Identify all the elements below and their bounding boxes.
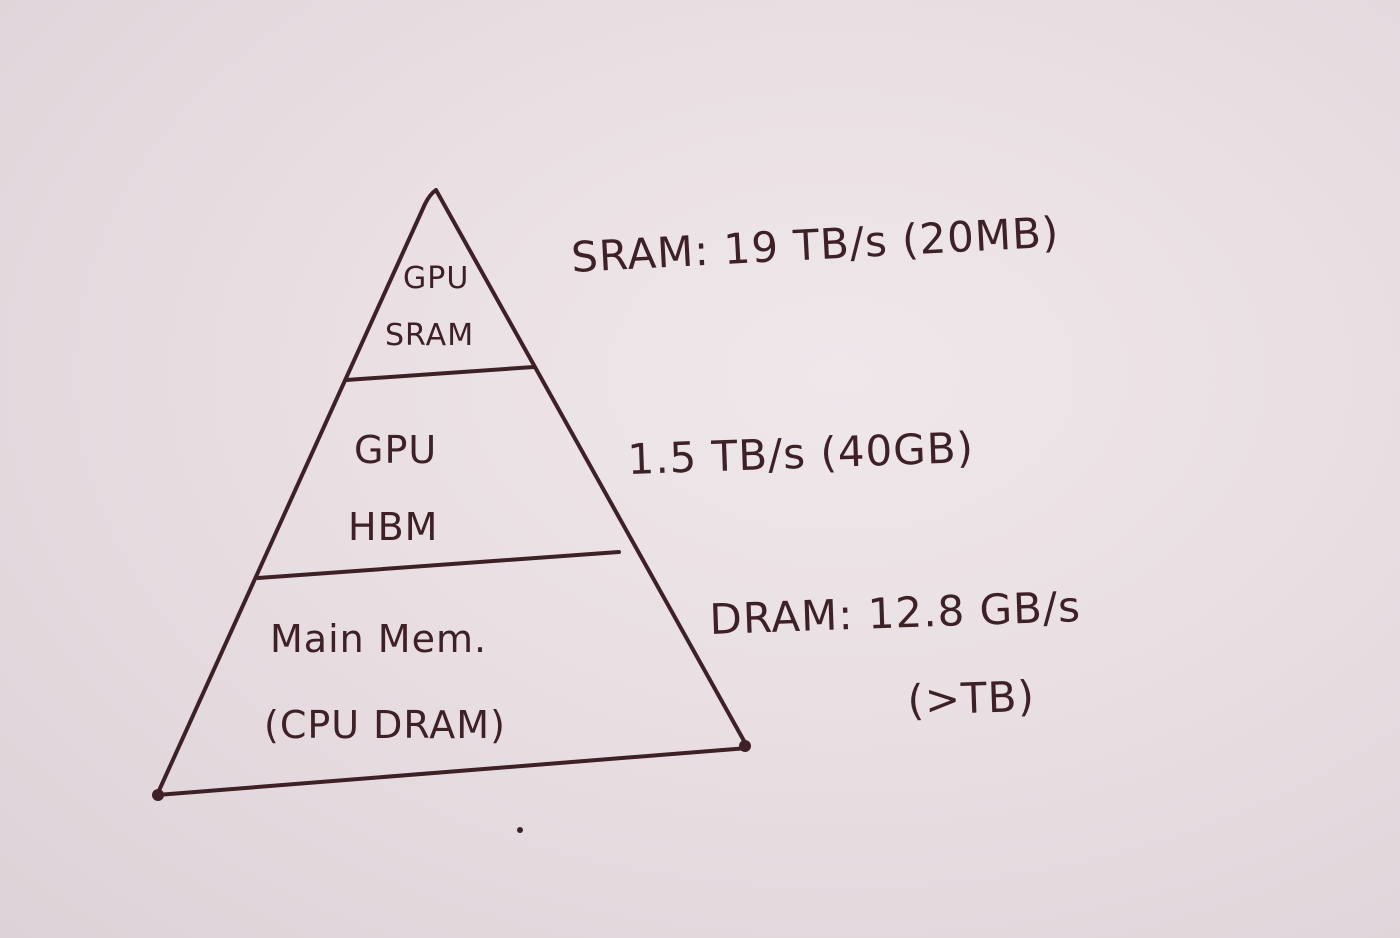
divider-sram-hbm [344, 365, 536, 382]
level-sram-line1: GPU [403, 261, 469, 296]
level-hbm-line2: HBM [348, 505, 438, 549]
level-main-line2: (CPU DRAM) [264, 703, 506, 747]
level-sram-line2: SRAM [385, 318, 474, 353]
corner-dot-left [152, 789, 164, 801]
stray-dot [517, 827, 523, 833]
corner-dot-right [739, 740, 751, 752]
annotation-dram-capacity: (>TB) [907, 672, 1036, 725]
annotation-sram: SRAM: 19 TB/s (20MB) [570, 207, 1060, 282]
level-main-line1: Main Mem. [270, 617, 487, 661]
pyramid-outline [155, 188, 750, 797]
level-hbm-line1: GPU [354, 428, 437, 472]
annotation-dram: DRAM: 12.8 GB/s [709, 582, 1082, 644]
annotation-hbm: 1.5 TB/s (40GB) [627, 423, 975, 484]
divider-hbm-main [256, 550, 621, 580]
